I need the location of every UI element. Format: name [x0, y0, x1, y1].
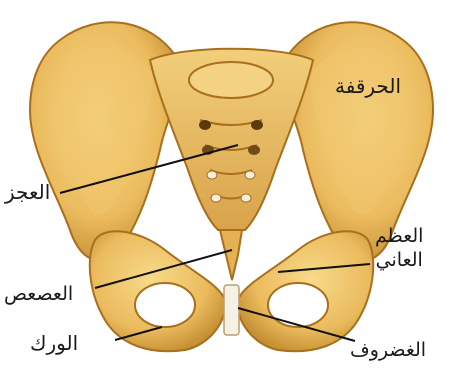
label-pubis-line2: العاني [375, 249, 423, 273]
label-pubis: العظم العاني [375, 225, 423, 273]
pubic-symphysis-cartilage [224, 285, 239, 335]
label-coccyx: العصعص [4, 285, 73, 304]
label-pubis-line1: العظم [375, 225, 423, 249]
label-ilium: الحرقفة [335, 76, 401, 96]
label-hip: الورك [30, 333, 78, 353]
label-sacrum: العجز [5, 182, 50, 202]
coccyx-bone [220, 230, 242, 280]
label-cartilage: الغضروف [350, 341, 426, 360]
